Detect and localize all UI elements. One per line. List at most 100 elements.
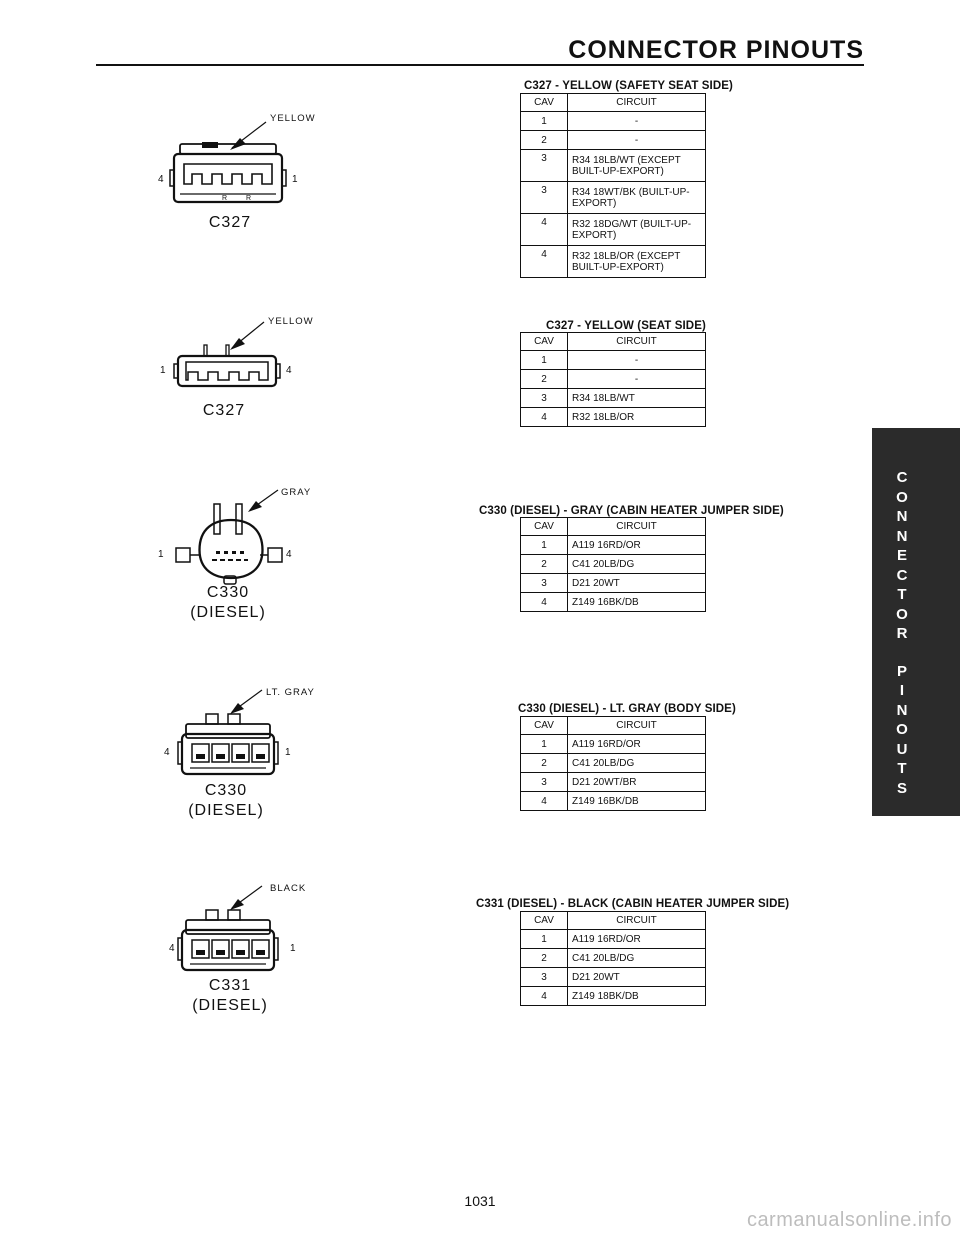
cav-cell: 4 — [520, 986, 568, 1006]
connector-name: C327 — [208, 214, 252, 231]
circuit-cell: C41 20LB/DG — [567, 753, 706, 773]
table-row: 4 Z149 16BK/DB — [520, 791, 706, 811]
column-header-cav: CAV — [520, 332, 568, 351]
circuit-cell: Z149 16BK/DB — [567, 791, 706, 811]
connector-color-label: YELLOW — [270, 113, 316, 124]
pinout-table: CAV CIRCUIT 1 A119 16RD/OR 2 C41 20LB/DG… — [520, 716, 706, 811]
circuit-text: R32 18DG/WT (BUILT-UP- — [572, 218, 692, 230]
c327-seat-connector-drawing — [173, 321, 281, 388]
circuit-text-continued: BUILT-UP-EXPORT) — [572, 165, 664, 177]
cav-cell: 1 — [520, 734, 568, 754]
side-tab-letter: O — [896, 721, 908, 738]
table-row: 4 R32 18DG/WT (BUILT-UP- EXPORT) — [520, 213, 706, 246]
column-header-cav: CAV — [520, 517, 568, 536]
section-title: C327 - YELLOW (SEAT SIDE) — [546, 320, 706, 332]
side-tab-letter: I — [899, 682, 905, 699]
side-tab-letter: R — [896, 625, 908, 642]
table-row: 2 - — [520, 130, 706, 150]
cav-cell: 1 — [520, 350, 568, 370]
side-tab-label: C O N N E C T O R P I N O U T S — [872, 468, 932, 798]
table-row: 1 - — [520, 111, 706, 131]
section-title: C327 - YELLOW (SAFETY SEAT SIDE) — [524, 80, 733, 92]
circuit-text-continued: EXPORT) — [572, 197, 617, 209]
circuit-cell: - — [567, 369, 706, 389]
side-tab-gap — [872, 644, 932, 662]
column-header-circuit: CIRCUIT — [567, 332, 706, 351]
circuit-cell: Z149 18BK/DB — [567, 986, 706, 1006]
column-header-cav: CAV — [520, 911, 568, 930]
connector-sublabel: (DIESEL) — [190, 604, 266, 621]
pin-number-left: 4 — [164, 747, 170, 758]
circuit-text: R34 18LB/WT (EXCEPT — [572, 154, 681, 166]
cav-cell: 4 — [520, 213, 568, 246]
column-header-cav: CAV — [520, 716, 568, 735]
pin-number-right: 4 — [286, 549, 292, 560]
circuit-cell: Z149 16BK/DB — [567, 592, 706, 612]
side-tab-letter: N — [896, 508, 908, 525]
pin-number-left: 4 — [169, 943, 175, 954]
table-row: 2 C41 20LB/DG — [520, 948, 706, 968]
cav-cell: 3 — [520, 149, 568, 182]
connector-sublabel: (DIESEL) — [192, 997, 268, 1014]
watermark: carmanualsonline.info — [746, 1209, 952, 1231]
circuit-cell: - — [567, 130, 706, 150]
pin-number-left: 4 — [158, 174, 164, 185]
svg-text:R: R — [246, 195, 251, 202]
column-header-circuit: CIRCUIT — [567, 517, 706, 536]
table-row: 4 R32 18LB/OR (EXCEPT BUILT-UP-EXPORT) — [520, 245, 706, 278]
side-tab-letter: C — [896, 566, 908, 584]
circuit-cell: C41 20LB/DG — [567, 948, 706, 968]
side-tab-letter: C — [896, 469, 908, 486]
title-rule — [96, 64, 864, 66]
side-tab-letter: U — [896, 740, 908, 758]
connector-sublabel: (DIESEL) — [188, 802, 264, 819]
circuit-cell: D21 20WT — [567, 573, 706, 593]
cav-cell: 4 — [520, 791, 568, 811]
circuit-text: - — [634, 134, 639, 146]
column-header-circuit: CIRCUIT — [567, 716, 706, 735]
side-tab-letter: P — [896, 662, 907, 680]
circuit-cell: D21 20WT/BR — [567, 772, 706, 792]
table-row: 1 A119 16RD/OR — [520, 734, 706, 754]
circuit-text-continued: EXPORT) — [572, 229, 617, 241]
connector-color-label: YELLOW — [268, 316, 314, 327]
pin-number-right: 1 — [290, 943, 296, 954]
connector-color-label: GRAY — [281, 487, 312, 498]
pinout-table: CAV CIRCUIT 1 - 2 - 3 R34 18LB/WT 4 R32 … — [520, 332, 706, 427]
side-tab-letter: O — [896, 605, 908, 623]
svg-text:R: R — [222, 195, 227, 202]
circuit-cell: D21 20WT — [567, 967, 706, 987]
side-tab-letter: N — [896, 701, 908, 719]
section-title: C330 (DIESEL) - GRAY (CABIN HEATER JUMPE… — [479, 505, 784, 517]
connector-name: C330 — [206, 584, 250, 601]
cav-cell: 2 — [520, 753, 568, 773]
c331-black-connector-drawing — [177, 885, 279, 972]
table-row: 2 C41 20LB/DG — [520, 554, 706, 574]
section-side-tab — [872, 428, 960, 816]
pin-number-left: 1 — [160, 365, 166, 376]
page-number: 1031 — [464, 1193, 496, 1209]
connector-name: C327 — [202, 402, 246, 419]
c330-gray-connector-drawing — [175, 489, 283, 585]
side-tab-letter: N — [896, 527, 908, 545]
cav-cell: 2 — [520, 130, 568, 150]
cav-cell: 3 — [520, 573, 568, 593]
table-row: 2 - — [520, 369, 706, 389]
cav-cell: 1 — [520, 929, 568, 949]
cav-cell: 3 — [520, 181, 568, 214]
circuit-cell: - — [567, 350, 706, 370]
table-row: 4 R32 18LB/OR — [520, 407, 706, 427]
pinout-table: CAV CIRCUIT 1 - 2 - 3 R34 18LB/WT (EXCEP… — [520, 93, 706, 278]
circuit-cell: A119 16RD/OR — [567, 929, 706, 949]
cav-cell: 4 — [520, 245, 568, 278]
table-row: 1 A119 16RD/OR — [520, 535, 706, 555]
side-tab-letter: T — [897, 760, 907, 777]
circuit-text: - — [634, 115, 639, 127]
circuit-cell: C41 20LB/DG — [567, 554, 706, 574]
circuit-cell: R34 18WT/BK (BUILT-UP- EXPORT) — [567, 181, 706, 214]
circuit-text: R34 18WT/BK (BUILT-UP- — [572, 186, 690, 198]
circuit-cell: R32 18LB/OR (EXCEPT BUILT-UP-EXPORT) — [567, 245, 706, 278]
pin-number-right: 4 — [286, 365, 292, 376]
circuit-text-continued: BUILT-UP-EXPORT) — [572, 261, 664, 273]
cav-cell: 2 — [520, 554, 568, 574]
